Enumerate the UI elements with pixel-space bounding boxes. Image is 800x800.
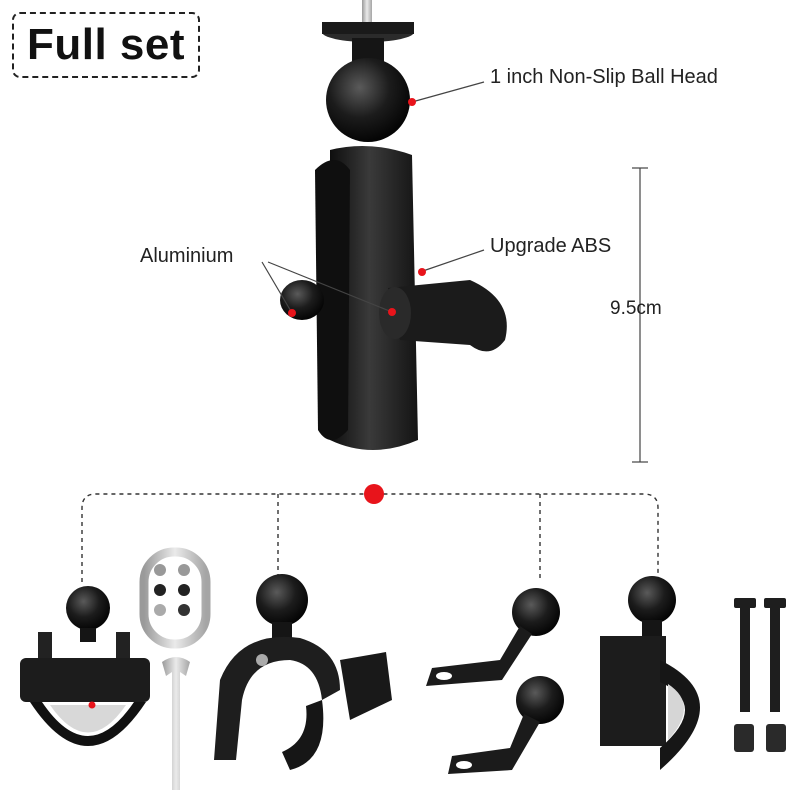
arm-aluminium-hub: [280, 280, 324, 320]
claw-clamp-base: [214, 574, 392, 770]
ball-head-label: 1 inch Non-Slip Ball Head: [490, 66, 718, 88]
abs-label: Upgrade ABS: [490, 235, 612, 257]
title-badge: Full set: [12, 12, 200, 78]
double-socket-arm: [280, 146, 507, 450]
tighten-knob: [388, 280, 507, 352]
wrench: [162, 657, 190, 790]
ball-head-mount: [322, 0, 414, 142]
length-label: 9.5cm: [610, 298, 662, 319]
options-bracket: [81, 493, 659, 582]
callout-lines: [261, 81, 648, 463]
hardware-kit: [139, 547, 211, 790]
aluminium-label: Aluminium: [140, 245, 234, 267]
ubolt-handlebar-base: [20, 586, 150, 746]
callout-dots: [288, 98, 426, 317]
mirror-mount-bases: [426, 588, 564, 774]
mount-screw: [362, 0, 372, 22]
options-marker: [364, 484, 384, 504]
ball-head: [326, 58, 410, 142]
title-text: Full set: [26, 20, 186, 69]
tube-clamp-base: [600, 576, 786, 770]
